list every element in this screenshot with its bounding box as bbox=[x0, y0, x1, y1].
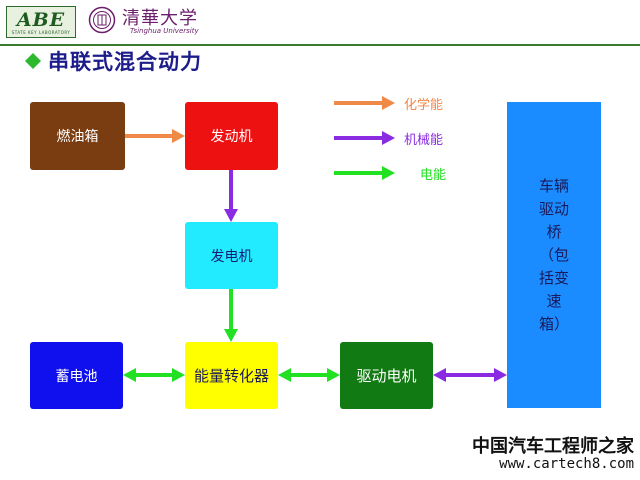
watermark-url: www.cartech8.com bbox=[499, 456, 634, 472]
diamond-bullet-icon bbox=[25, 53, 41, 69]
arrow-engine-to-generator bbox=[224, 170, 238, 222]
legend-label-mechanical: 机械能 bbox=[404, 133, 444, 148]
header-divider bbox=[0, 44, 640, 46]
arrow-battery-converter bbox=[123, 368, 185, 382]
arrow-generator-to-converter bbox=[224, 289, 238, 342]
node-drive-motor: 驱动电机 bbox=[340, 342, 433, 409]
node-drive-axle: 车辆驱动桥（包括变速箱） bbox=[507, 102, 601, 408]
node-battery: 蓄电池 bbox=[30, 342, 123, 409]
abe-logo: ABE STATE KEY LABORATORY bbox=[6, 6, 76, 38]
school-name-cn: 清華大学 bbox=[122, 8, 198, 29]
legend-label-electrical: 电能 bbox=[420, 168, 447, 183]
legend-arrow-electrical bbox=[334, 166, 395, 180]
abe-logo-text: ABE bbox=[16, 9, 66, 31]
arrow-motor-axle bbox=[433, 368, 507, 382]
slide-title: 串联式混合动力 bbox=[48, 50, 202, 74]
node-fuel-tank: 燃油箱 bbox=[30, 102, 125, 170]
watermark-cn: 中国汽车工程师之家 bbox=[472, 436, 634, 457]
legend-arrow-mechanical bbox=[334, 131, 395, 145]
arrow-converter-motor bbox=[278, 368, 340, 382]
legend-arrow-chemical bbox=[334, 96, 395, 110]
tsinghua-seal-icon bbox=[88, 6, 116, 34]
node-generator: 发电机 bbox=[185, 222, 278, 289]
legend-label-chemical: 化学能 bbox=[404, 98, 444, 113]
node-engine: 发动机 bbox=[185, 102, 278, 170]
arrow-fuel-to-engine bbox=[125, 129, 185, 143]
node-energy-converter: 能量转化器 bbox=[185, 342, 278, 409]
school-name-en: Tsinghua University bbox=[130, 27, 199, 35]
abe-logo-subtext: STATE KEY LABORATORY bbox=[11, 30, 71, 35]
